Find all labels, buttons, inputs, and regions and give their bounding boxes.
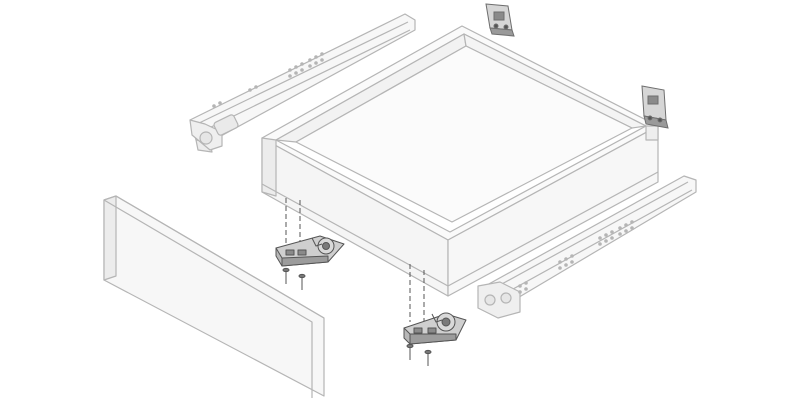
right-rear-bracket [641,85,669,129]
left-rear-bracket [485,3,515,37]
right-drawer-runner [477,175,697,319]
left-drawer-runner [189,13,416,153]
right-locking-device [403,312,467,345]
right-screw-pair [406,343,432,366]
drawer-front-panel [103,195,325,398]
left-screw-pair [282,267,306,290]
drawer-box [261,25,659,297]
left-locking-device [275,235,345,267]
